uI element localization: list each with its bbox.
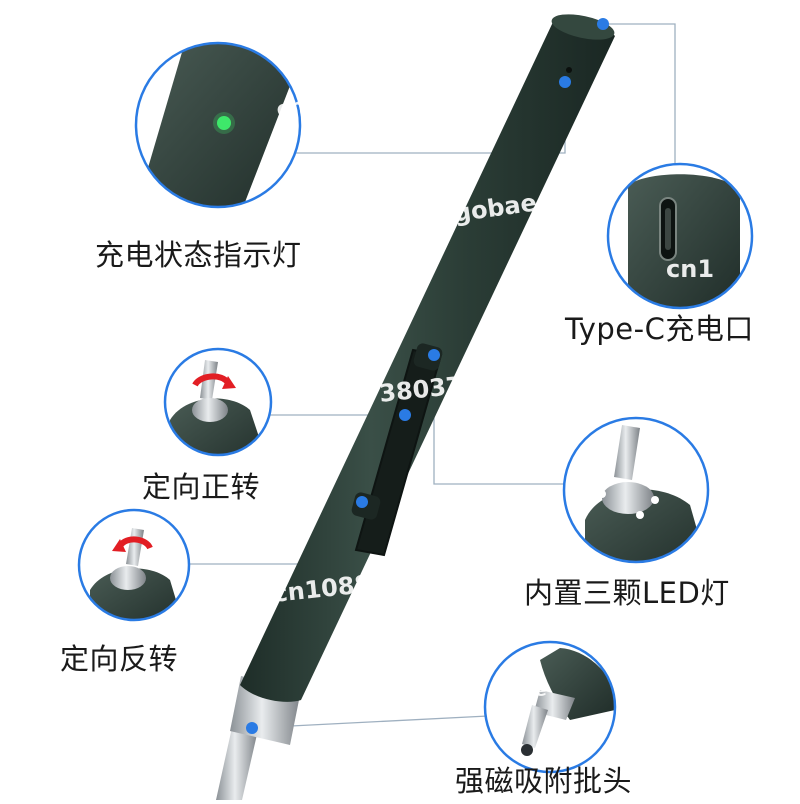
callout-led-circle: [562, 416, 710, 564]
callout-typec-circle: [606, 162, 754, 310]
indicator-hole: [566, 67, 572, 73]
label-magnetic: 强磁吸附批头: [455, 764, 633, 798]
watermark: cn: [275, 94, 307, 123]
callout-reverse-circle: [77, 508, 191, 622]
callout-magnetic-circle: [483, 640, 617, 774]
label-reverse: 定向反转: [60, 642, 179, 676]
label-typec: Type-C充电口: [565, 312, 754, 346]
watermark: cn1: [666, 255, 715, 283]
screwdriver: [216, 14, 615, 800]
label-forward: 定向正转: [142, 470, 261, 504]
connector-typec: [603, 23, 676, 165]
magnetic-screw-icon: [521, 744, 533, 756]
screwdriver-bit: [216, 723, 258, 800]
led-green-dot: [217, 116, 231, 130]
led-light-3: [636, 511, 644, 519]
callout-forward-circle: [163, 347, 273, 457]
label-indicator: 充电状态指示灯: [95, 238, 302, 272]
label-led: 内置三颗LED灯: [524, 576, 730, 610]
callout-dots: [246, 18, 609, 734]
led-light-1: [598, 490, 606, 498]
led-light-2: [651, 496, 659, 504]
callout-indicator-circle: [134, 41, 302, 209]
